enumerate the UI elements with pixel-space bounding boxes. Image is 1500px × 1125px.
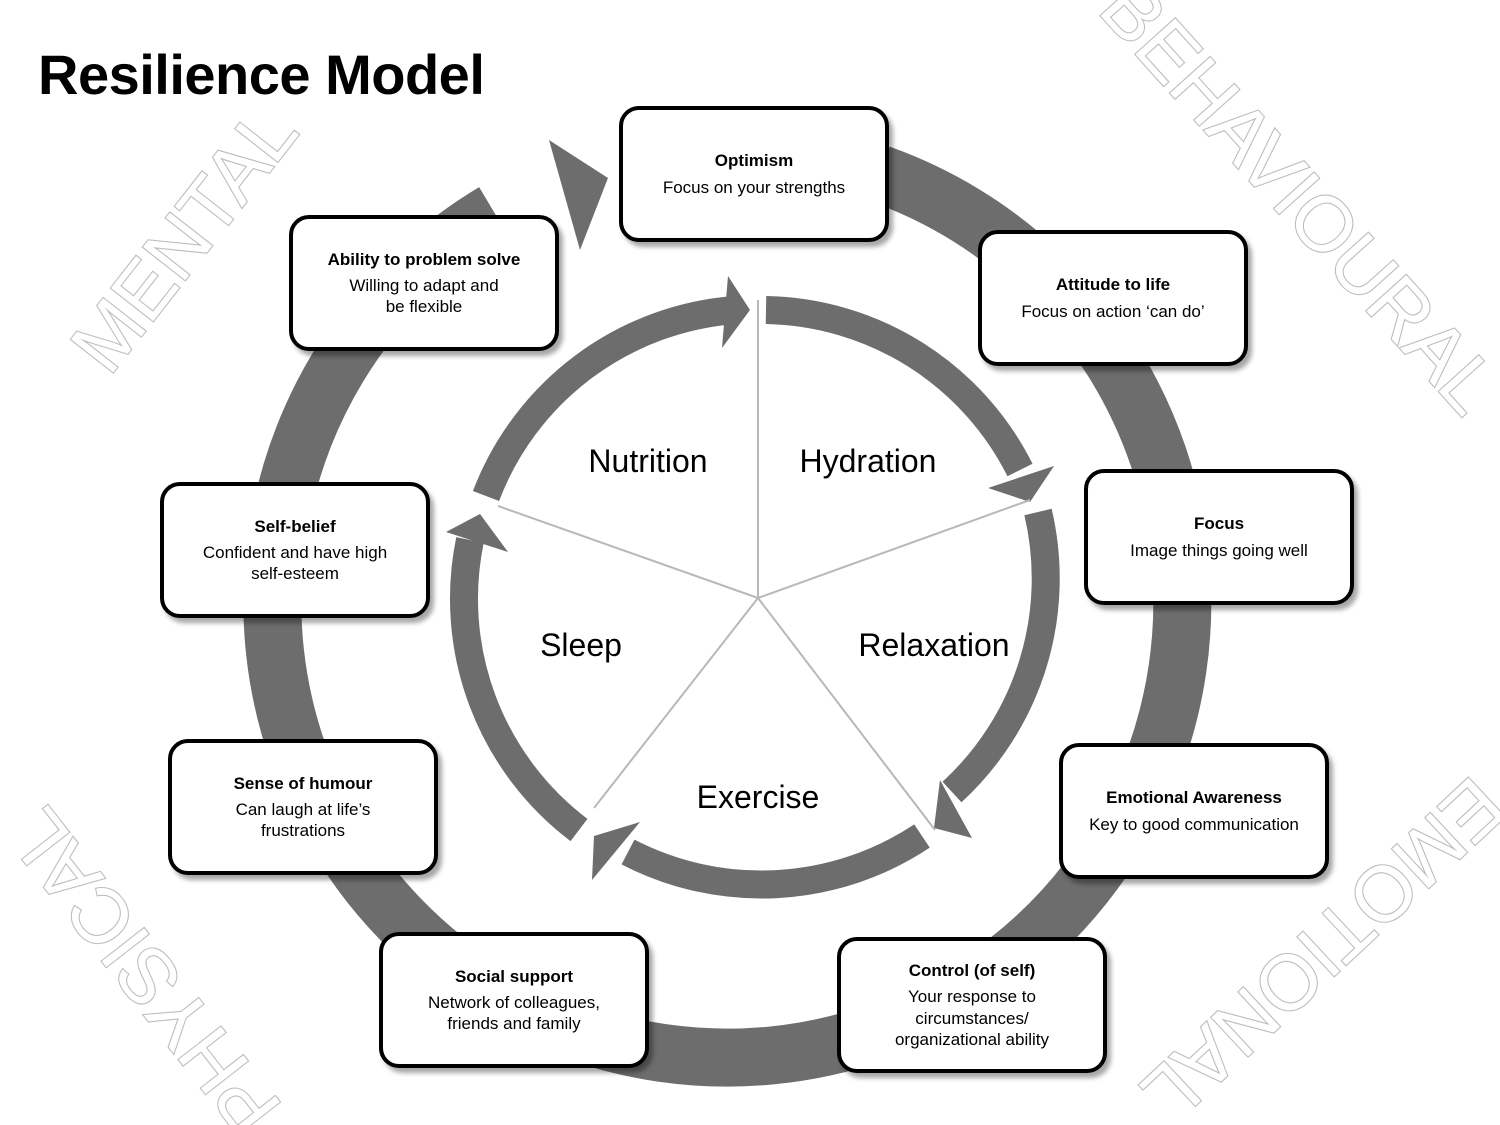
- box-description: Can laugh at life’s frustrations: [235, 799, 371, 841]
- inner-arc-sleep: [450, 537, 588, 842]
- box-focus: Focus Image things going well: [1084, 469, 1354, 605]
- box-control-of-self: Control (of self) Your response to circu…: [837, 937, 1107, 1073]
- inner-arrowhead-hydration: [988, 466, 1054, 502]
- box-heading: Ability to problem solve: [327, 249, 521, 269]
- inner-arc-relaxation: [942, 508, 1060, 803]
- inner-arrowhead-sleep: [446, 514, 508, 552]
- inner-arc-nutrition: [472, 296, 737, 501]
- box-description: Image things going well: [1130, 540, 1308, 560]
- box-description: Network of colleagues, friends and famil…: [428, 992, 600, 1034]
- segment-relaxation: Relaxation: [858, 627, 1009, 663]
- box-description: Confident and have high self-esteem: [202, 542, 388, 584]
- inner-arrowhead-nutrition: [722, 276, 750, 348]
- box-heading: Attitude to life: [1055, 275, 1171, 295]
- box-heading: Self-belief: [254, 516, 336, 536]
- inner-arc-exercise: [621, 824, 930, 899]
- box-social-support: Social support Network of colleagues, fr…: [379, 932, 649, 1068]
- inner-ring: [450, 296, 1060, 899]
- box-description: Key to good communication: [1089, 814, 1299, 834]
- segment-hydration: Hydration: [800, 443, 937, 479]
- box-ability-to-problem-solve: Ability to problem solve Willing to adap…: [289, 215, 559, 351]
- inner-arc-hydration: [765, 296, 1033, 477]
- inner-arrowhead-relaxation: [934, 780, 972, 838]
- box-description: Your response to circumstances/ organiza…: [894, 987, 1050, 1049]
- box-heading: Control (of self): [908, 961, 1036, 980]
- box-heading: Social support: [454, 966, 574, 986]
- box-self-belief: Self-belief Confident and have high self…: [160, 482, 430, 618]
- wedge-dividers: [497, 300, 1031, 831]
- outer-ring-arrowhead: [549, 140, 608, 250]
- box-emotional-awareness: Emotional Awareness Key to good communic…: [1059, 743, 1329, 879]
- box-optimism: Optimism Focus on your strengths: [619, 106, 889, 242]
- segment-nutrition: Nutrition: [588, 443, 707, 479]
- segment-sleep: Sleep: [540, 627, 622, 663]
- box-heading: Emotional Awareness: [1106, 788, 1282, 808]
- box-attitude-to-life: Attitude to life Focus on action ‘can do…: [978, 230, 1248, 366]
- box-heading: Optimism: [714, 151, 794, 171]
- box-sense-of-humour: Sense of humour Can laugh at life’s frus…: [168, 739, 438, 875]
- box-heading: Sense of humour: [233, 773, 373, 793]
- box-description: Focus on action ‘can do’: [1021, 301, 1205, 321]
- segment-exercise: Exercise: [697, 779, 820, 815]
- box-description: Willing to adapt and be flexible: [349, 275, 499, 317]
- box-description: Focus on your strengths: [662, 177, 846, 197]
- quadrant-mental: MENTAL: [53, 89, 314, 388]
- box-heading: Focus: [1193, 514, 1245, 534]
- page-title: Resilience Model: [38, 43, 485, 106]
- inner-arrowhead-exercise: [592, 822, 640, 880]
